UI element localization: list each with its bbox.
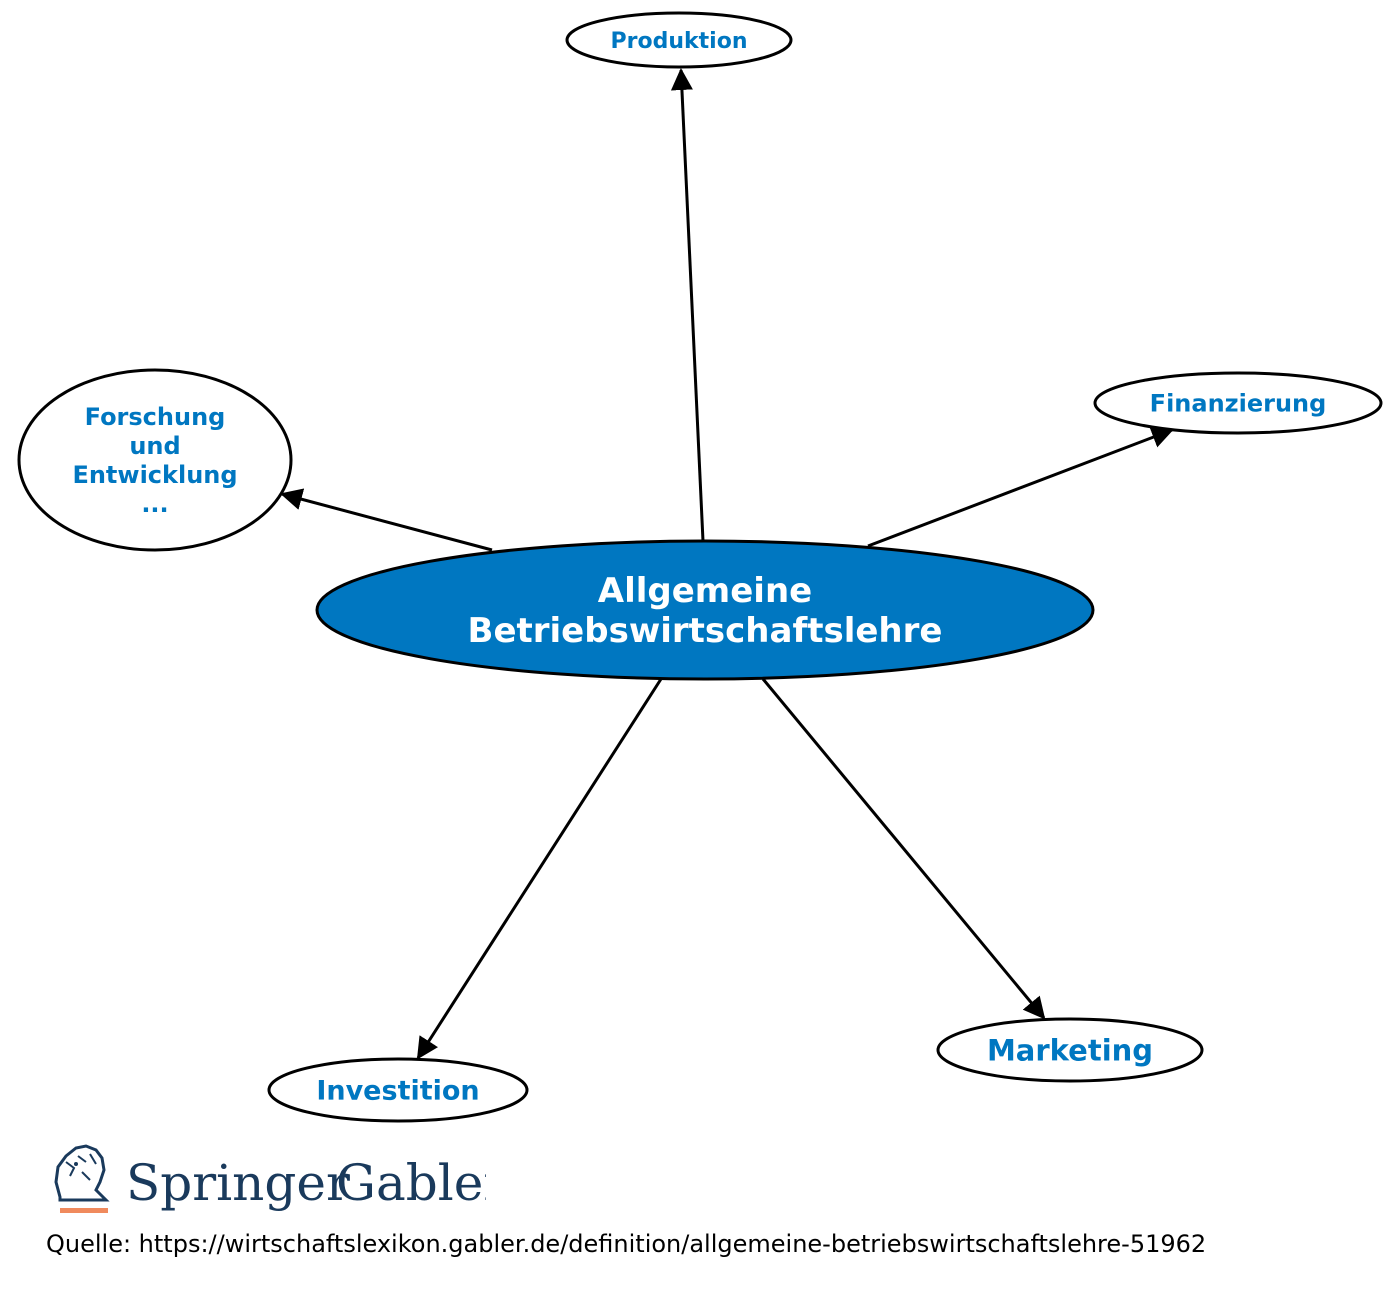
logo-word-gabler: Gabler [336,1154,486,1212]
logo-word-springer: Springer [126,1154,350,1212]
node-investition: Investition [267,1057,529,1123]
node-forschung-label: Entwicklung [72,461,237,489]
node-finanzierung-shape [1093,371,1383,435]
node-center-label: Allgemeine [598,571,812,611]
node-investition-shape [267,1057,529,1123]
edge-center-to-marketing [761,678,1046,1020]
node-forschung-label: Forschung [85,403,226,431]
node-forschung-label: ... [141,490,168,518]
node-marketing-label: Marketing [987,1033,1153,1067]
node-finanzierung: Finanzierung [1093,371,1383,435]
node-marketing: Marketing [936,1017,1204,1083]
edge-center-to-investition [416,678,663,1060]
node-center-shape [315,539,1095,681]
node-marketing-shape [936,1017,1204,1083]
node-forschung-shape [17,368,293,552]
springer-gabler-logo: Springer Gabler [46,1142,507,1222]
node-produktion-shape [565,11,793,69]
edge-center-to-finanzierung [867,426,1174,548]
edges [280,68,1174,1060]
edge-center-to-forschung [280,488,493,552]
node-produktion: Produktion [565,11,793,69]
node-forschung: ForschungundEntwicklung... [17,368,293,552]
node-investition-label: Investition [316,1076,479,1107]
springer-horse-icon [54,1144,110,1213]
source-text: Quelle: https://wirtschaftslexikon.gable… [46,1230,1207,1258]
node-center-label: Betriebswirtschaftslehre [468,611,943,651]
edge-center-to-produktion [670,68,705,542]
node-forschung-label: und [129,432,180,460]
node-produktion-label: Produktion [611,29,748,54]
node-finanzierung-label: Finanzierung [1150,390,1327,418]
